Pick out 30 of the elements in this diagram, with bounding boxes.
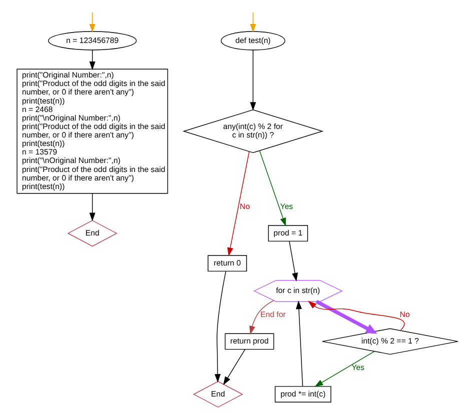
arrow [314, 350, 374, 386]
edge-label: End for [260, 310, 286, 319]
arrow [295, 300, 303, 386]
node-diamond: End [66, 220, 117, 246]
node-box: return 0 [207, 254, 246, 272]
arrow [222, 348, 245, 385]
node-ellipse: def test(n) [220, 30, 285, 50]
edge-label: Yes [351, 362, 364, 372]
node-diamond: int(c) % 2 == 1 ? [321, 328, 458, 354]
edge-label: No [239, 201, 250, 210]
arrow [250, 12, 256, 32]
node-box: print("Original Number:",n) print("Product of the odd digits in the said number, or 0 if there aren't any") print(test(n)) n = 2468 print("\nOriginal Number:",n) print("Product of the odd digits in the said number, or 0 if there aren't any") print(test(n)) n = 13579 print("\nOriginal Number:",n) print("Product of the odd digits in the said number, or 0 if there aren't any") print(test(n)) [16, 68, 168, 194]
arrow [88, 49, 95, 70]
node-diamond: End [192, 380, 243, 408]
arrow [214, 270, 226, 382]
node-box: return prod [224, 332, 274, 350]
node-ellipse: n = 123456789 [48, 30, 136, 50]
node-box: prod *= int(c) [274, 386, 331, 402]
edge-label: Yes [280, 201, 292, 210]
arrow [248, 300, 274, 334]
arrow [315, 299, 377, 334]
arrow [88, 12, 95, 32]
arrow [250, 49, 256, 110]
node-box: prod = 1 [268, 224, 308, 242]
arrow [258, 150, 286, 226]
arrow [226, 150, 250, 256]
arrow [88, 192, 95, 221]
node-diamond: any(int(c) % 2 for c in str(n)) ? [182, 108, 323, 153]
arrow [288, 240, 298, 282]
edge-label: No [399, 310, 410, 319]
